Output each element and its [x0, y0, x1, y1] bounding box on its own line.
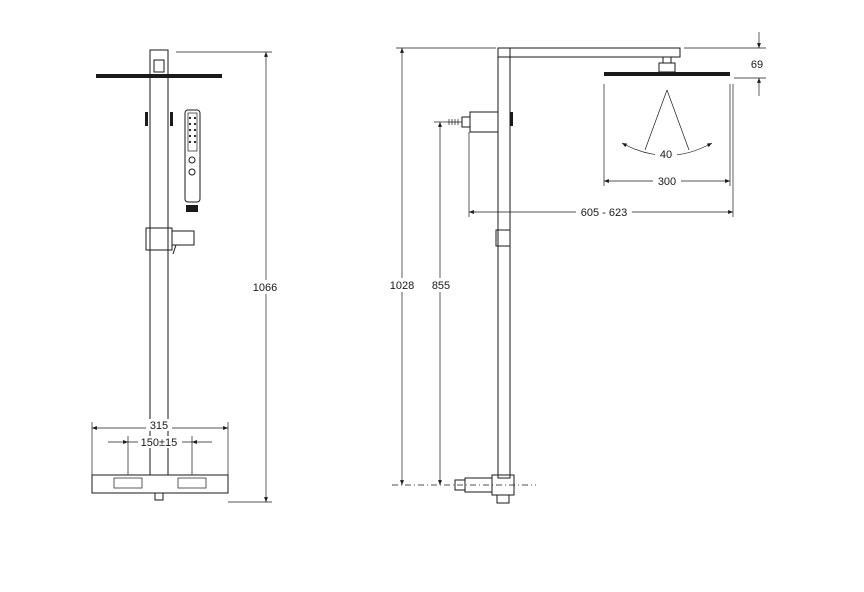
dim-300-label: 300: [658, 176, 676, 188]
side-handset-outlet: [469, 111, 499, 133]
front-view: 1066 315 150±15: [91, 49, 282, 503]
side-head-connector: [658, 62, 676, 73]
front-hand-shower-button-1: [188, 156, 196, 164]
dim-300-label-bg: [653, 175, 681, 187]
dim-315-label-bg: [146, 419, 172, 431]
dim-605-label: 605 - 623: [581, 207, 627, 219]
front-hand-shower-button-2: [188, 168, 196, 176]
dim-1028-label: 1028: [390, 280, 414, 292]
dim-150-label: 150±15: [141, 437, 178, 449]
dim-1028-label-bg: [386, 278, 418, 292]
side-arm-drop: [662, 56, 672, 64]
front-hand-shower-nozzles: [188, 116, 197, 144]
front-base-cap-left: [113, 477, 143, 489]
dim-315-label: 315: [150, 420, 168, 432]
side-view: 40 300 605 - 623 69 1028 855: [386, 32, 766, 504]
spray-cone-right: [666, 89, 690, 151]
side-mixer-inlet-nut: [454, 479, 466, 491]
front-base-outlet: [154, 492, 164, 501]
front-hand-shower: [184, 109, 201, 203]
front-column-mark-right: [170, 112, 173, 126]
dim-1066-label: 1066: [253, 282, 277, 294]
front-column-mark-left: [145, 112, 148, 126]
dim-605-label-bg: [576, 206, 632, 218]
side-handset-thread: [446, 119, 462, 125]
side-column: [497, 47, 511, 479]
dim-855-label-bg: [427, 278, 455, 292]
spray-cone-left: [644, 89, 668, 151]
front-hose-connector: [186, 205, 198, 212]
front-holder-hook: [172, 244, 177, 255]
dim-855-label: 855: [432, 280, 450, 292]
front-column: [149, 49, 169, 476]
dim-1066-label-bg: [250, 280, 282, 294]
side-overhead-arm: [497, 47, 681, 58]
front-thermostatic-base: [91, 474, 229, 494]
front-shower-head: [96, 74, 222, 78]
front-head-connector: [153, 59, 165, 73]
front-handset-holder: [171, 230, 195, 246]
side-handset-outlet-nut: [461, 116, 471, 128]
front-base-cap-right: [177, 477, 207, 489]
front-hand-shower-face: [187, 112, 198, 152]
dim-150-label-bg: [138, 436, 182, 448]
dim-40-label: 40: [660, 149, 672, 161]
side-mixer-outlet: [496, 494, 510, 504]
side-column-mark: [510, 112, 513, 126]
dim-40-label-bg: [655, 148, 677, 160]
side-shower-head: [604, 72, 730, 76]
dim-69-label: 69: [751, 59, 763, 71]
side-slide-bracket: [495, 229, 511, 247]
